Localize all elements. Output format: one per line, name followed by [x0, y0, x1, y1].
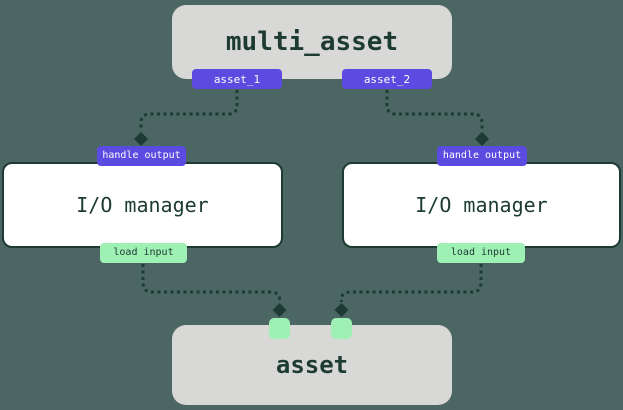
handle-output-badge-right-label: handle output [442, 150, 522, 161]
diamond-arrowhead-left-bottom-icon [272, 303, 287, 317]
connector-asset1-to-left-io-manager [139, 90, 239, 131]
load-input-badge-left-label: load input [113, 247, 174, 258]
asset-input-handle-square-2 [331, 318, 352, 339]
io-manager-right-node: I/O manager [342, 162, 621, 248]
io-manager-right-label: I/O manager [415, 193, 548, 217]
load-input-badge-right: load input [437, 243, 525, 263]
asset-1-output-badge: asset_1 [192, 69, 282, 89]
asset-label: asset [275, 351, 349, 379]
io-manager-left-node: I/O manager [2, 162, 283, 248]
multi-asset-node: multi_asset [172, 5, 452, 79]
handle-output-badge-right: handle output [437, 146, 527, 166]
connector-asset2-to-right-io-manager [385, 90, 484, 131]
load-input-badge-right-label: load input [450, 247, 512, 258]
diamond-arrowhead-left-top-icon [134, 132, 148, 146]
io-manager-left-label: I/O manager [76, 193, 209, 217]
diamond-arrowhead-right-bottom-icon [334, 303, 349, 317]
connector-right-io-manager-to-asset [340, 264, 483, 302]
asset-node: asset [172, 325, 452, 405]
handle-output-badge-left: handle output [97, 146, 186, 166]
load-input-badge-left: load input [100, 243, 187, 263]
connector-left-io-manager-to-asset [141, 264, 281, 302]
diamond-arrowhead-right-top-icon [475, 132, 489, 146]
asset-2-output-badge: asset_2 [342, 69, 432, 89]
handle-output-badge-left-label: handle output [102, 150, 181, 161]
asset-1-output-badge-label: asset_1 [213, 72, 261, 86]
multi-asset-label: multi_asset [225, 27, 399, 57]
asset-2-output-badge-label: asset_2 [363, 72, 411, 86]
asset-input-handle-square-1 [269, 318, 290, 339]
